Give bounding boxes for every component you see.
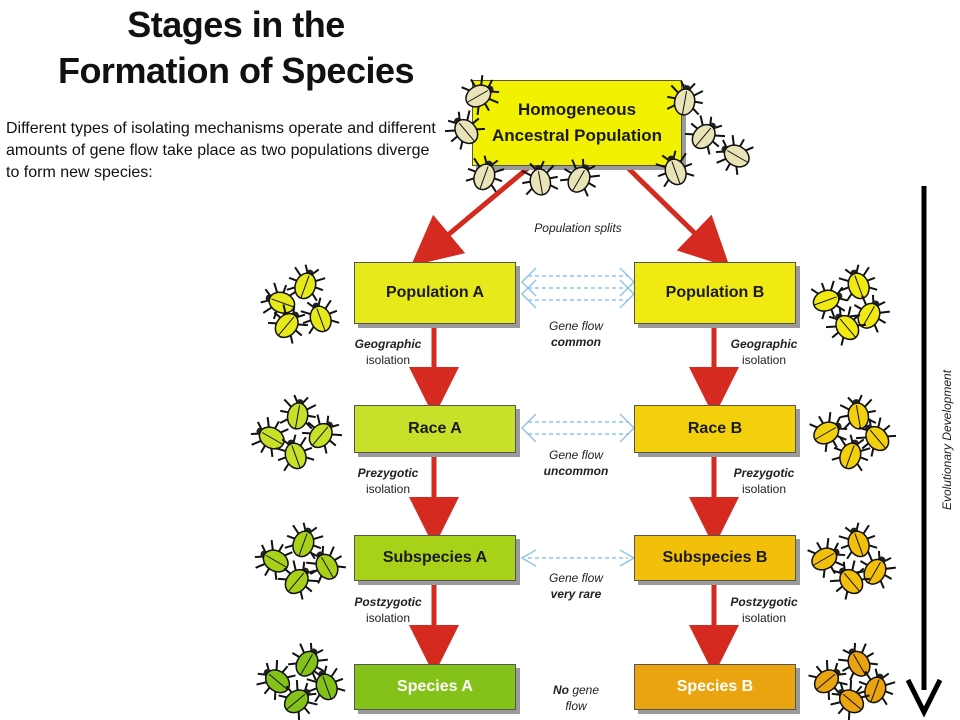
subspecies-a-box: Subspecies A bbox=[354, 535, 516, 581]
beetle-icon bbox=[838, 522, 878, 560]
beetle-icon bbox=[521, 160, 559, 196]
beetle-icon bbox=[684, 115, 726, 155]
beetle-icon bbox=[810, 280, 848, 320]
beetle-group-population-a bbox=[260, 264, 340, 344]
beetle-group-race-a bbox=[250, 394, 343, 472]
root-line-1: Homogeneous bbox=[517, 100, 637, 119]
population-a-box: Population A bbox=[354, 262, 516, 324]
gene-flow-arrows-uncommon bbox=[520, 413, 636, 443]
diagram-title: Stages in the Formation of Species bbox=[36, 2, 436, 94]
split-arrow-right bbox=[626, 166, 730, 268]
beetle-icon bbox=[260, 282, 298, 322]
beetle-icon bbox=[306, 665, 346, 703]
intro-text: Different types of isolating mechanisms … bbox=[6, 120, 436, 181]
beetle-icon bbox=[256, 659, 296, 701]
beetle-icon bbox=[275, 434, 315, 472]
gene-flow-arrows-very-rare bbox=[520, 549, 636, 567]
beetle-icon bbox=[445, 110, 486, 150]
beetle-icon bbox=[278, 679, 318, 720]
ancestral-population-box: Homogeneous Ancestral Population bbox=[472, 80, 682, 166]
beetle-icon bbox=[850, 294, 890, 333]
beetle-icon bbox=[306, 545, 346, 584]
race-b-box: Race B bbox=[634, 405, 796, 453]
beetle-group-population-b bbox=[810, 264, 890, 346]
species-b-box: Species B bbox=[634, 664, 796, 710]
beetle-icon bbox=[465, 155, 505, 193]
beetle-icon bbox=[560, 158, 600, 197]
beetle-group-race-b bbox=[809, 394, 897, 472]
beetle-icon bbox=[831, 434, 871, 472]
beetle-icon bbox=[461, 75, 500, 115]
race-a-box: Race A bbox=[354, 405, 516, 453]
beetle-group-subspecies-b bbox=[807, 522, 896, 600]
beetle-icon bbox=[856, 550, 896, 589]
beetle-icon bbox=[279, 394, 317, 430]
beetle-group-species-b bbox=[808, 642, 896, 720]
beetle-icon bbox=[288, 642, 328, 681]
beetle-icon bbox=[277, 560, 319, 600]
beetle-icon bbox=[267, 304, 309, 344]
beetle-icon bbox=[839, 394, 877, 430]
beetle-group-ancestral bbox=[445, 75, 754, 197]
beetle-icon bbox=[830, 679, 870, 720]
beetle-icon bbox=[829, 560, 871, 600]
beetle-icon bbox=[250, 417, 289, 457]
title-line-2: Formation of Species bbox=[57, 50, 415, 91]
evolutionary-development-label: Evolutionary Development bbox=[940, 369, 954, 511]
beetle-icon bbox=[666, 80, 704, 116]
gene-flow-arrows-common bbox=[520, 267, 636, 309]
beetle-icon bbox=[301, 414, 343, 454]
beetle-icon bbox=[855, 417, 897, 457]
species-a-box: Species A bbox=[354, 664, 516, 710]
split-arrow-left bbox=[410, 166, 530, 267]
population-splits-label: Population splits bbox=[534, 221, 622, 235]
beetle-icon bbox=[838, 642, 878, 681]
title-line-1: Stages in the bbox=[127, 4, 345, 45]
beetle-group-species-a bbox=[256, 642, 346, 720]
beetle-icon bbox=[807, 538, 846, 578]
no-gene-flow-label: No gene flow bbox=[552, 683, 600, 713]
beetle-icon bbox=[715, 135, 754, 175]
population-b-box: Population B bbox=[634, 262, 796, 324]
beetle-icon bbox=[809, 412, 848, 452]
beetle-icon bbox=[808, 659, 848, 701]
beetle-group-subspecies-a bbox=[254, 522, 346, 600]
beetle-icon bbox=[825, 306, 867, 346]
subspecies-b-box: Subspecies B bbox=[634, 535, 796, 581]
beetle-icon bbox=[655, 150, 695, 188]
evolution-axis-arrowhead bbox=[905, 678, 943, 718]
beetle-icon bbox=[300, 297, 340, 335]
beetle-icon bbox=[254, 540, 293, 580]
beetle-icon bbox=[286, 264, 326, 302]
root-line-2: Ancestral Population bbox=[491, 126, 663, 145]
